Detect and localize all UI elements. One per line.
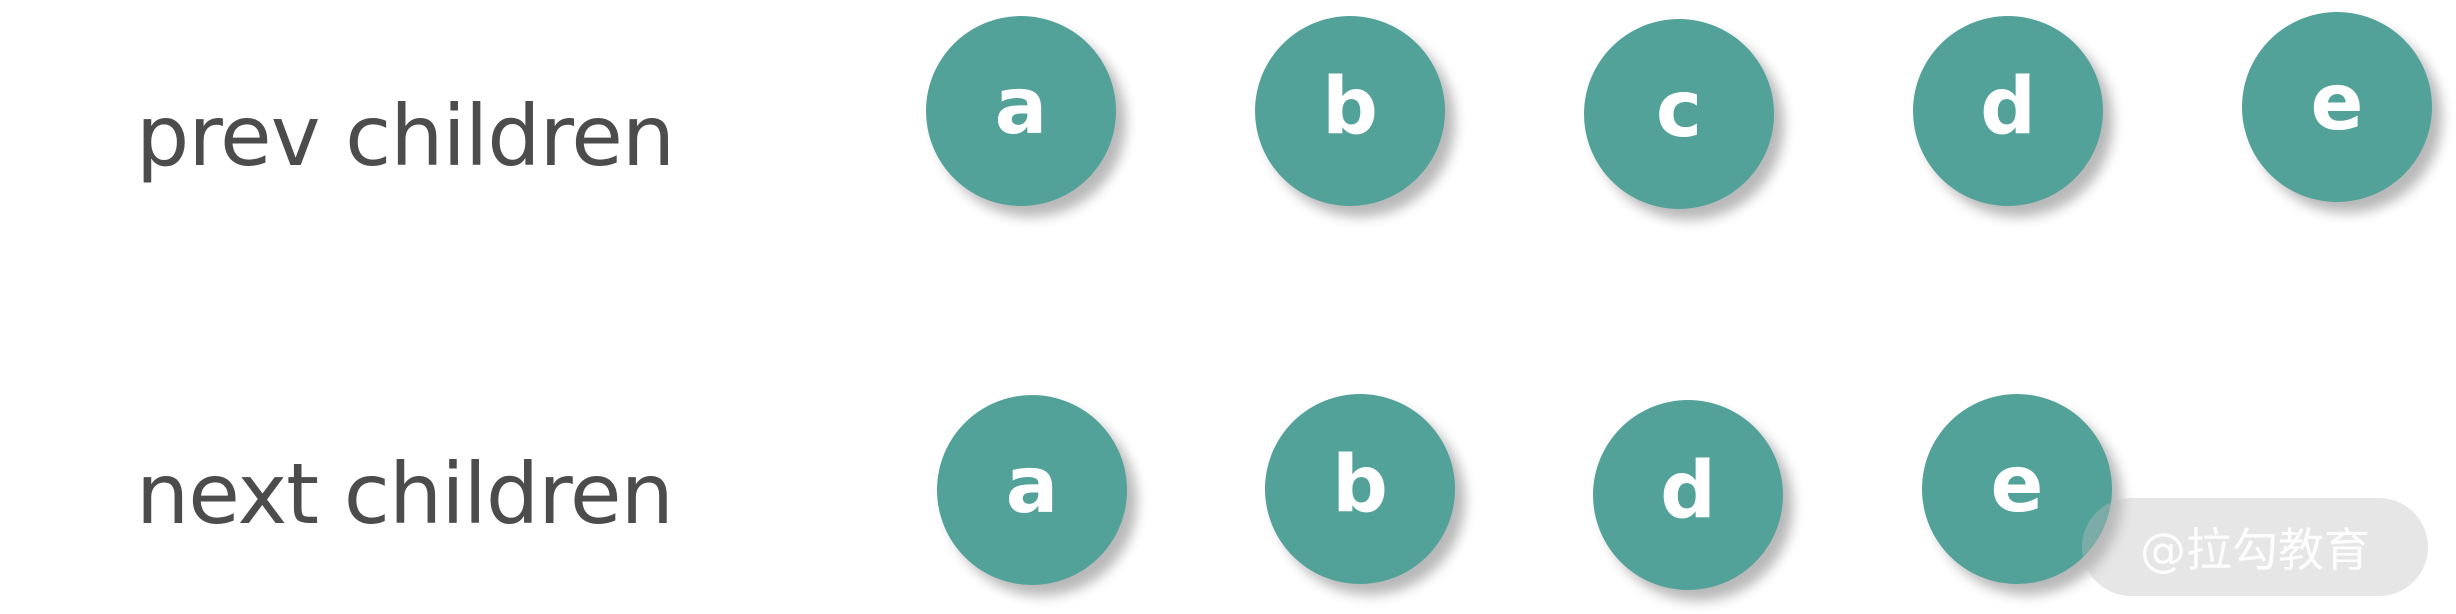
node-letter: a [1005, 441, 1059, 531]
node-letter: d [1660, 446, 1716, 536]
node-letter: e [1990, 440, 2044, 530]
prev-node-b: b [1255, 16, 1445, 206]
node-letter: d [1980, 62, 2036, 152]
prev-node-c: c [1584, 19, 1774, 209]
prev-node-a: a [926, 16, 1116, 206]
next-children-label: next children [136, 445, 674, 543]
prev-node-e: e [2242, 12, 2432, 202]
next-node-e: e [1922, 394, 2112, 584]
node-letter: c [1655, 65, 1703, 155]
node-letter: b [1332, 440, 1388, 530]
next-node-b: b [1265, 394, 1455, 584]
next-node-d: d [1593, 400, 1783, 590]
watermark: @拉勾教育 [2082, 498, 2428, 596]
next-node-a: a [937, 395, 1127, 585]
node-letter: e [2310, 58, 2364, 148]
prev-node-d: d [1913, 16, 2103, 206]
node-letter: a [994, 62, 1048, 152]
node-letter: b [1322, 62, 1378, 152]
prev-children-label: prev children [136, 87, 675, 185]
